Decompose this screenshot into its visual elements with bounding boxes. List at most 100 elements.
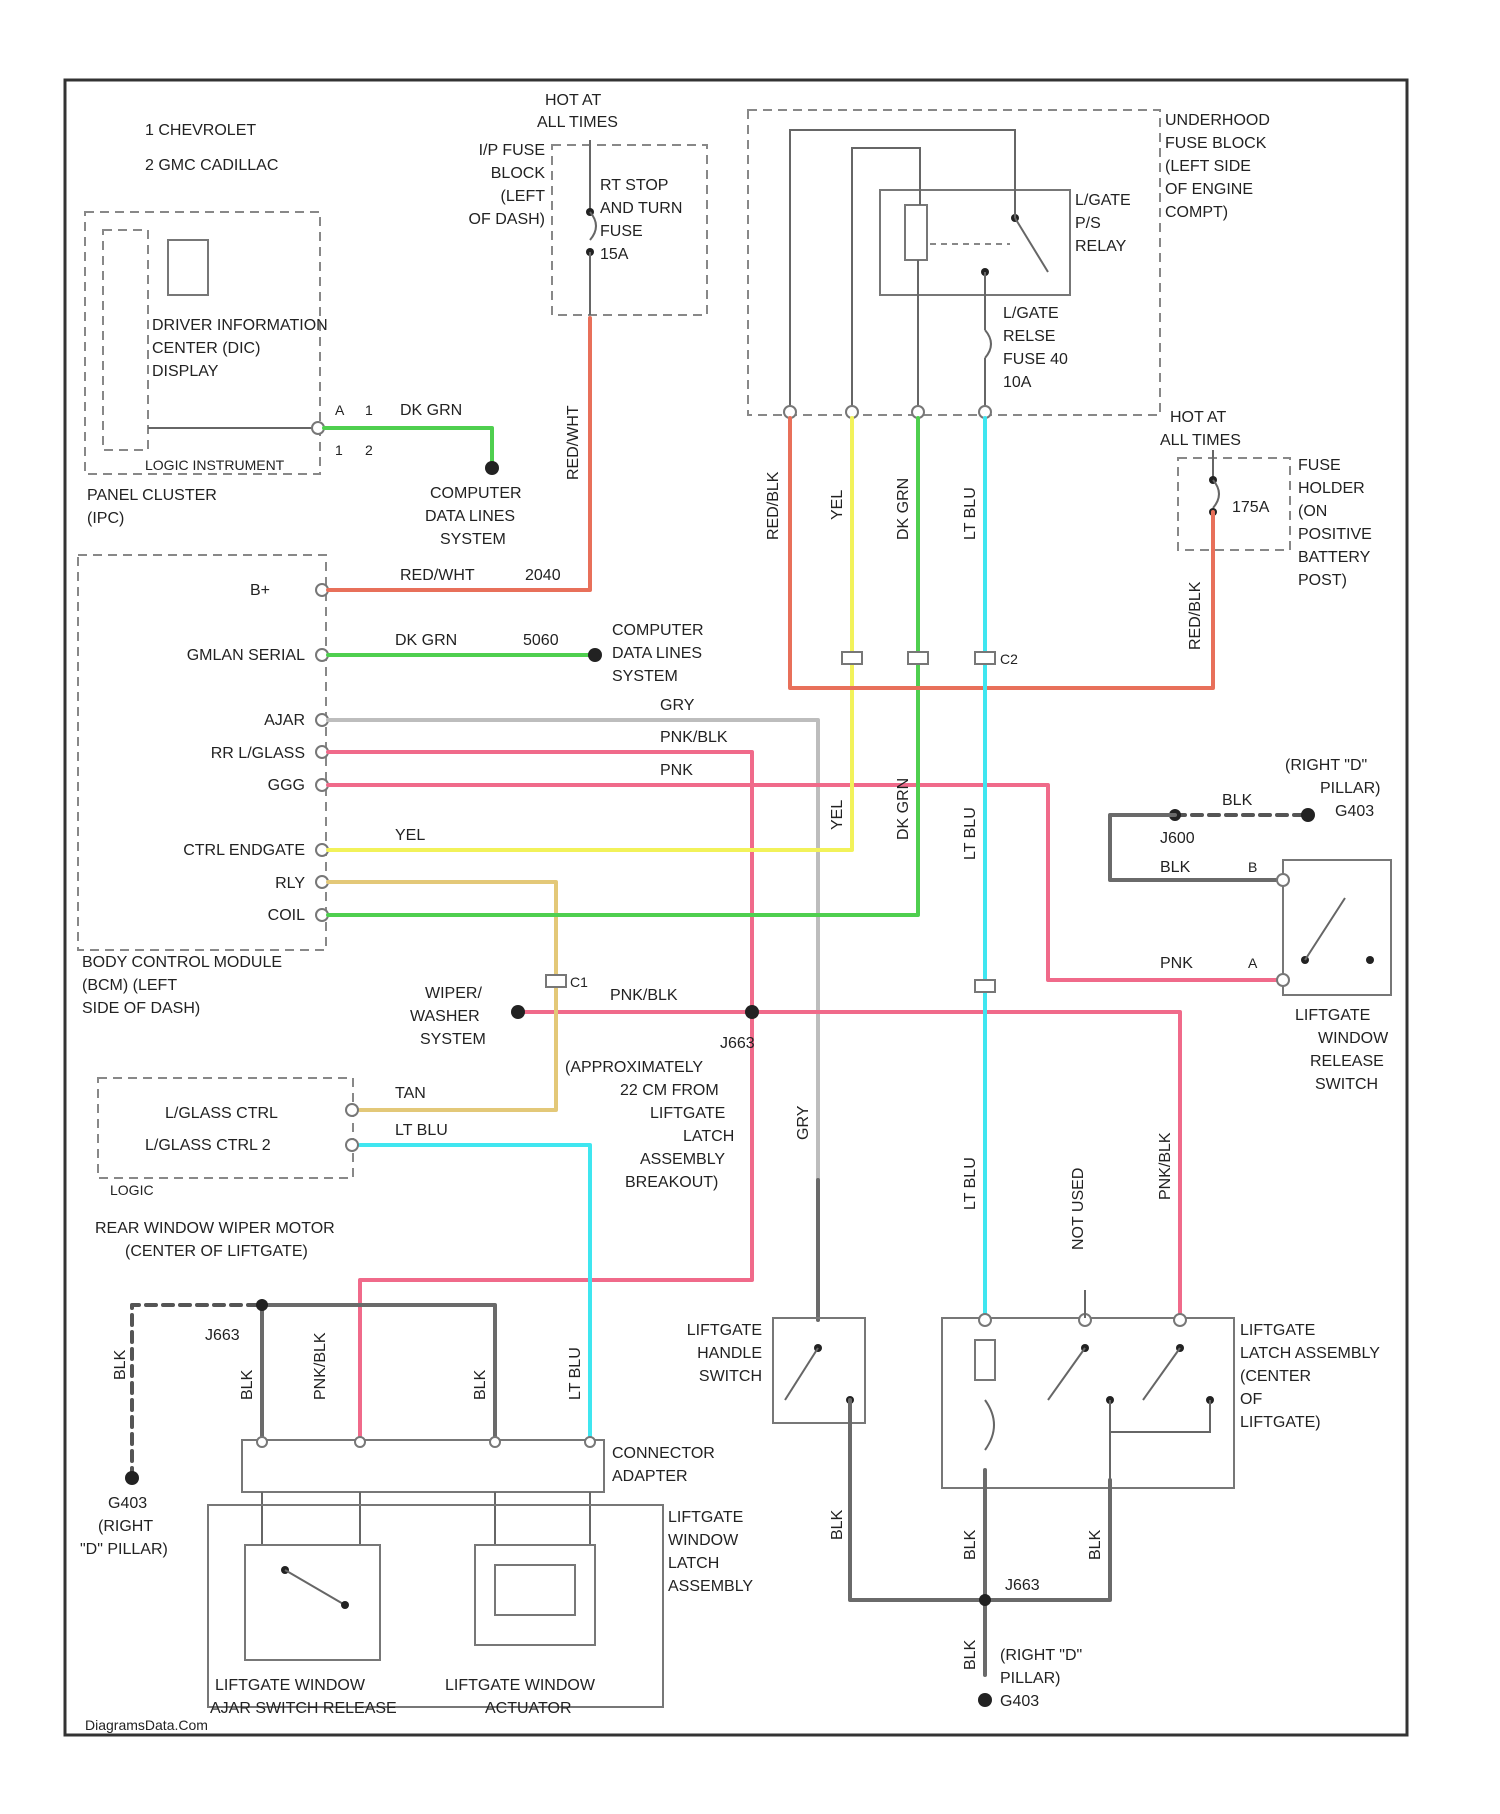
ca-pin-3 (490, 1437, 500, 1447)
ca-pnk-blk: PNK/BLK (312, 1332, 329, 1400)
wiper-label-2: WASHER (410, 1008, 480, 1025)
latch-switch-1-icon (1048, 1348, 1085, 1400)
relay-label-2: P/S (1075, 215, 1101, 232)
wiper-label-1: WIPER/ (425, 985, 482, 1002)
underhood-title-1: UNDERHOOD (1165, 112, 1270, 129)
latch-label-4: OF (1240, 1391, 1262, 1408)
fh-hot-1: HOT AT (1170, 409, 1227, 426)
dic-line-1: DRIVER INFORMATION (152, 317, 328, 334)
ctrl-yel-label: YEL (395, 827, 425, 844)
bcm-line-2: (BCM) (LEFT (82, 977, 177, 994)
switch-icon (1305, 898, 1345, 960)
fuse-icon-uh (985, 330, 991, 358)
ipc-inner-box (103, 230, 148, 450)
cd1-label-2: DATA LINES (425, 508, 515, 525)
ground-icon (1301, 808, 1315, 822)
left-j663-splice (256, 1299, 268, 1311)
j663-note-5: ASSEMBLY (640, 1151, 725, 1168)
ip-fuse-name-4: 15A (600, 246, 629, 263)
cd2-label-3: SYSTEM (612, 668, 678, 685)
cd1-label-3: SYSTEM (440, 531, 506, 548)
rel-label-4: SWITCH (1315, 1076, 1378, 1093)
relay-switch-icon (1015, 218, 1048, 272)
j663-note-2: 22 CM FROM (620, 1082, 719, 1099)
release-switch-box (1283, 860, 1391, 995)
wl-ajar-1: LIFTGATE WINDOW (215, 1677, 366, 1694)
ajar-contact-2 (341, 1601, 349, 1609)
wl-label-1: LIFTGATE (668, 1509, 743, 1526)
latch-pin-1 (979, 1314, 991, 1326)
ctrl-yel-vert-1: YEL (829, 490, 846, 520)
fuse-icon-battery (1213, 480, 1219, 508)
conn-c2-grn (908, 652, 928, 664)
j663-note-3: LIFTGATE (650, 1105, 725, 1122)
conn-c1-tan (546, 975, 566, 987)
ip-fuse-name-3: FUSE (600, 223, 643, 240)
wire-red-wht-vert-label: RED/WHT (565, 405, 582, 480)
uh-red-label: RED/BLK (765, 471, 782, 540)
conn-c2-blu (975, 652, 995, 664)
fh-label-1: FUSE (1298, 457, 1341, 474)
coil-vert-2: DK GRN (895, 778, 912, 840)
latch-box (942, 1318, 1234, 1488)
conn-c2-label: C2 (1000, 651, 1018, 667)
liftgate-handle-switch: LIFTGATE HANDLE SWITCH BLK (687, 1318, 985, 1600)
gmlan-splice (588, 648, 602, 662)
rw-label-1: REAR WINDOW WIPER MOTOR (95, 1220, 335, 1237)
ajar-wire-label: GRY (660, 697, 695, 714)
rear-wiper-box (98, 1078, 353, 1178)
relay-wire-a (790, 130, 1015, 410)
bottom-j663: J663 (1005, 1577, 1040, 1594)
relay-label-3: RELAY (1075, 238, 1127, 255)
rel-label-3: RELEASE (1310, 1053, 1384, 1070)
bottom-gnd-2: PILLAR) (1000, 1670, 1060, 1687)
bcm-line-3: SIDE OF DASH) (82, 1000, 200, 1017)
pin-b: B (1248, 859, 1257, 875)
connector-adapter: CONNECTOR ADAPTER (242, 1437, 715, 1545)
rel-label-1: LIFTGATE (1295, 1007, 1370, 1024)
hs-label-1: LIFTGATE (687, 1322, 762, 1339)
dic-line-2: CENTER (DIC) (152, 340, 260, 357)
underhood-title-2: FUSE BLOCK (1165, 135, 1267, 152)
handle-switch-icon (785, 1348, 818, 1400)
gmlan-circuit: 5060 (523, 632, 559, 649)
liftgate-window-release-switch: (RIGHT "D" PILLAR) G403 BLK J600 BLK B A… (1110, 757, 1391, 1093)
pin-a-b: A (1248, 955, 1258, 971)
rw-label-2: (CENTER OF LIFTGATE) (125, 1243, 308, 1260)
bcm-signal-rly: RLY (275, 875, 305, 892)
relay-wire-b (852, 148, 920, 410)
ground-icon-left (125, 1471, 139, 1485)
rel-label-2: WINDOW (1318, 1030, 1389, 1047)
bottom-blk-label: BLK (962, 1639, 979, 1670)
rel-j600: J600 (1160, 830, 1195, 847)
ipc-inner-label: LOGIC INSTRUMENT (145, 457, 285, 473)
rel-gnd-3: G403 (1335, 803, 1374, 820)
bcm-signal-coil: COIL (268, 907, 305, 924)
rw-pin-2 (346, 1139, 358, 1151)
legend-item-2: 2 GMC CADILLAC (145, 157, 278, 174)
ip-fuse-name-1: RT STOP (600, 177, 668, 194)
ca-label-1: CONNECTOR (612, 1445, 715, 1462)
gmlan-wire-label: DK GRN (395, 632, 457, 649)
latch-label-3: (CENTER (1240, 1368, 1311, 1385)
wiper-label-3: SYSTEM (420, 1031, 486, 1048)
latch-label-2: LATCH ASSEMBLY (1240, 1345, 1380, 1362)
fh-red-label: RED/BLK (1187, 581, 1204, 650)
hs-label-3: SWITCH (699, 1368, 762, 1385)
ip-fuse-block-4: OF DASH) (469, 211, 545, 228)
j663-note-6: BREAKOUT) (625, 1174, 718, 1191)
uh-fuse-2: RELSE (1003, 328, 1055, 345)
watermark: DiagramsData.Com (85, 1717, 208, 1733)
conn-c1-blu (975, 980, 995, 992)
actuator-box (475, 1545, 595, 1645)
hs-label-2: HANDLE (697, 1345, 762, 1362)
bcm-signal-ajar: AJAR (264, 712, 305, 729)
ajar-vert-label: GRY (795, 1105, 812, 1140)
lt-blu-vert-3: LT BLU (962, 1157, 979, 1210)
ipc-wire-label: DK GRN (400, 402, 462, 419)
rel-gnd-1: (RIGHT "D" (1285, 757, 1367, 774)
left-gnd-1: G403 (108, 1495, 147, 1512)
underhood-fuse-block: UNDERHOOD FUSE BLOCK (LEFT SIDE OF ENGIN… (748, 110, 1270, 418)
ca-lt-blu: LT BLU (567, 1347, 584, 1400)
